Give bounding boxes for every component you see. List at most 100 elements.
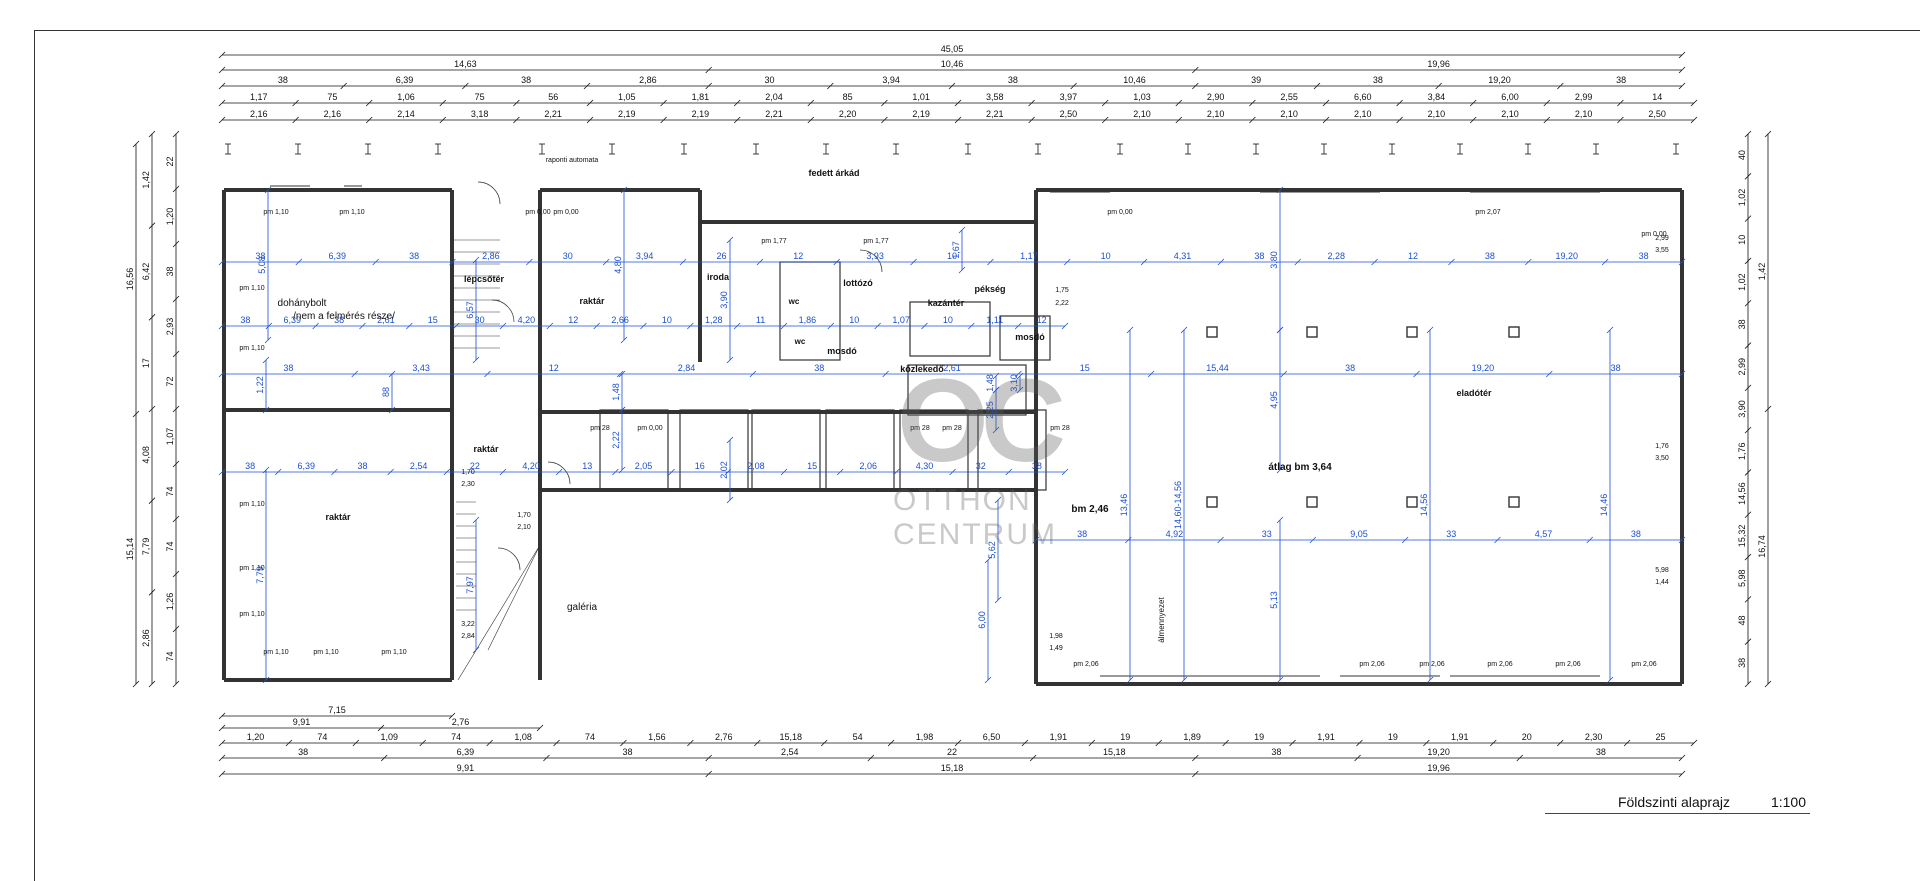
dimension-tick (543, 754, 550, 762)
room-label-kazanter: kazántér (928, 298, 965, 308)
dimension-tick (1678, 370, 1686, 378)
dimension-label: 39 (1251, 75, 1261, 85)
dimension-tick (1469, 99, 1477, 107)
dimension-label: 38 (357, 461, 367, 471)
dimension-label: 2,10 (1575, 109, 1593, 119)
dimension-label: 38 (1596, 747, 1606, 757)
gallery-line (457, 544, 541, 681)
dimension-label: 38 (814, 363, 824, 373)
dimension-tick (439, 116, 447, 124)
dimension-tick (218, 51, 226, 59)
dimension-label: 38 (165, 266, 175, 276)
level-label: pm 0,00 (553, 209, 578, 216)
dimension-tick (1276, 676, 1284, 684)
dimension-label: 38 (240, 315, 250, 325)
level-label: pm 28 (1050, 425, 1070, 432)
dimension-label: 22 (947, 747, 957, 757)
dimension-label: 2,21 (765, 109, 783, 119)
dimension-tick (668, 468, 675, 476)
dimension-label: 15,18 (1103, 747, 1126, 757)
dimension-label: 10 (849, 315, 859, 325)
dimension-tick (887, 739, 895, 747)
room-label-lepcsoter: lépcsőtér (464, 274, 505, 284)
dimension-label: 10,46 (941, 59, 964, 69)
level-label: pm 2,06 (1359, 661, 1384, 668)
dimension-tick (994, 596, 1002, 604)
dimension-tick (1294, 258, 1302, 266)
dimension-label: 2,55 (1280, 92, 1298, 102)
dimension-label: 19,96 (1427, 59, 1450, 69)
dimension-tick (1678, 51, 1686, 59)
dimension-tick (218, 724, 226, 732)
dimension-label: 1,11 (986, 315, 1003, 325)
dimension-label: 2,90 (1207, 92, 1225, 102)
gallery-line (487, 544, 541, 651)
dimension-label: 38 (521, 75, 531, 85)
dimension-tick (833, 258, 841, 266)
dimension-tick (443, 468, 451, 476)
dimension-tick (148, 405, 156, 413)
level-label: pm 1,10 (313, 649, 338, 656)
dimension-label: 75 (327, 92, 337, 102)
dimension-label: 1,28 (705, 315, 723, 325)
dimension-tick (1014, 322, 1022, 330)
dimension-label: 6,00 (1501, 92, 1519, 102)
room-label-dohanybolt-1: dohánybolt (278, 298, 327, 309)
room-label-mosdo-2: mosdó (827, 346, 857, 356)
dimension-label: 1,01 (912, 92, 930, 102)
dimension-tick (1101, 99, 1109, 107)
dimension-label: 2,04 (765, 92, 783, 102)
dimension-label: 10 (943, 315, 953, 325)
dimension-label: 2,06 (860, 461, 878, 471)
dimension-label: 2,99 (1737, 358, 1747, 376)
dimension-tick (893, 468, 900, 476)
dimension-tick (331, 468, 338, 476)
small-dimension: 3,55 (1655, 247, 1669, 254)
dimension-tick (881, 99, 888, 107)
dimension-label: 38 (278, 75, 288, 85)
door-swing (497, 547, 521, 571)
small-dimension: 1,70 (461, 469, 475, 476)
dimension-tick (616, 370, 624, 378)
small-dimension: 1,75 (1055, 287, 1069, 294)
dimension-tick (1744, 257, 1752, 265)
dimension-tick (1678, 770, 1686, 778)
dimension-tick (439, 99, 447, 107)
dimension-label: 2,28 (1327, 251, 1345, 261)
small-dimension: 3,50 (1655, 455, 1669, 462)
dimension-tick (218, 468, 226, 476)
dimension-label: 1,76 (1737, 443, 1747, 461)
dimension-tick (472, 256, 480, 264)
dimension-label: 54 (853, 732, 863, 742)
dimension-label: 74 (165, 541, 175, 551)
dimension-tick (264, 336, 272, 344)
dimension-label: 12 (793, 251, 803, 261)
dimension-tick (172, 515, 180, 523)
small-dimension: 3,22 (461, 621, 475, 628)
dimension-label: 85 (843, 92, 853, 102)
drawing-scale: 1:100 (1770, 794, 1806, 810)
dimension-tick (262, 676, 270, 684)
dimension-label: 7,15 (328, 705, 346, 715)
dimension-label: 56 (548, 92, 558, 102)
dimension-tick (640, 322, 647, 330)
dimension-label: 3,18 (471, 109, 489, 119)
dimension-tick (1276, 326, 1284, 334)
small-dimension: 2,22 (1055, 300, 1069, 307)
dimension-label: 1,91 (1317, 732, 1335, 742)
dimension-tick (1678, 66, 1686, 74)
dimension-label: 30 (764, 75, 774, 85)
dimension-tick (1543, 116, 1551, 124)
dimension-tick (1423, 739, 1430, 747)
dimension-label: 13 (582, 461, 592, 471)
dimension-tick (513, 116, 520, 124)
level-label: pm 1,10 (239, 501, 264, 508)
room-label-wc-1: wc (788, 297, 800, 306)
dimension-tick (1322, 99, 1330, 107)
dimension-tick (1678, 754, 1686, 762)
dimension-label: 3,94 (882, 75, 900, 85)
dimension-tick (618, 466, 626, 474)
small-dimension: 1,98 (1049, 633, 1063, 640)
dimension-tick (1744, 215, 1752, 222)
dimension-label: 38 (283, 363, 293, 373)
